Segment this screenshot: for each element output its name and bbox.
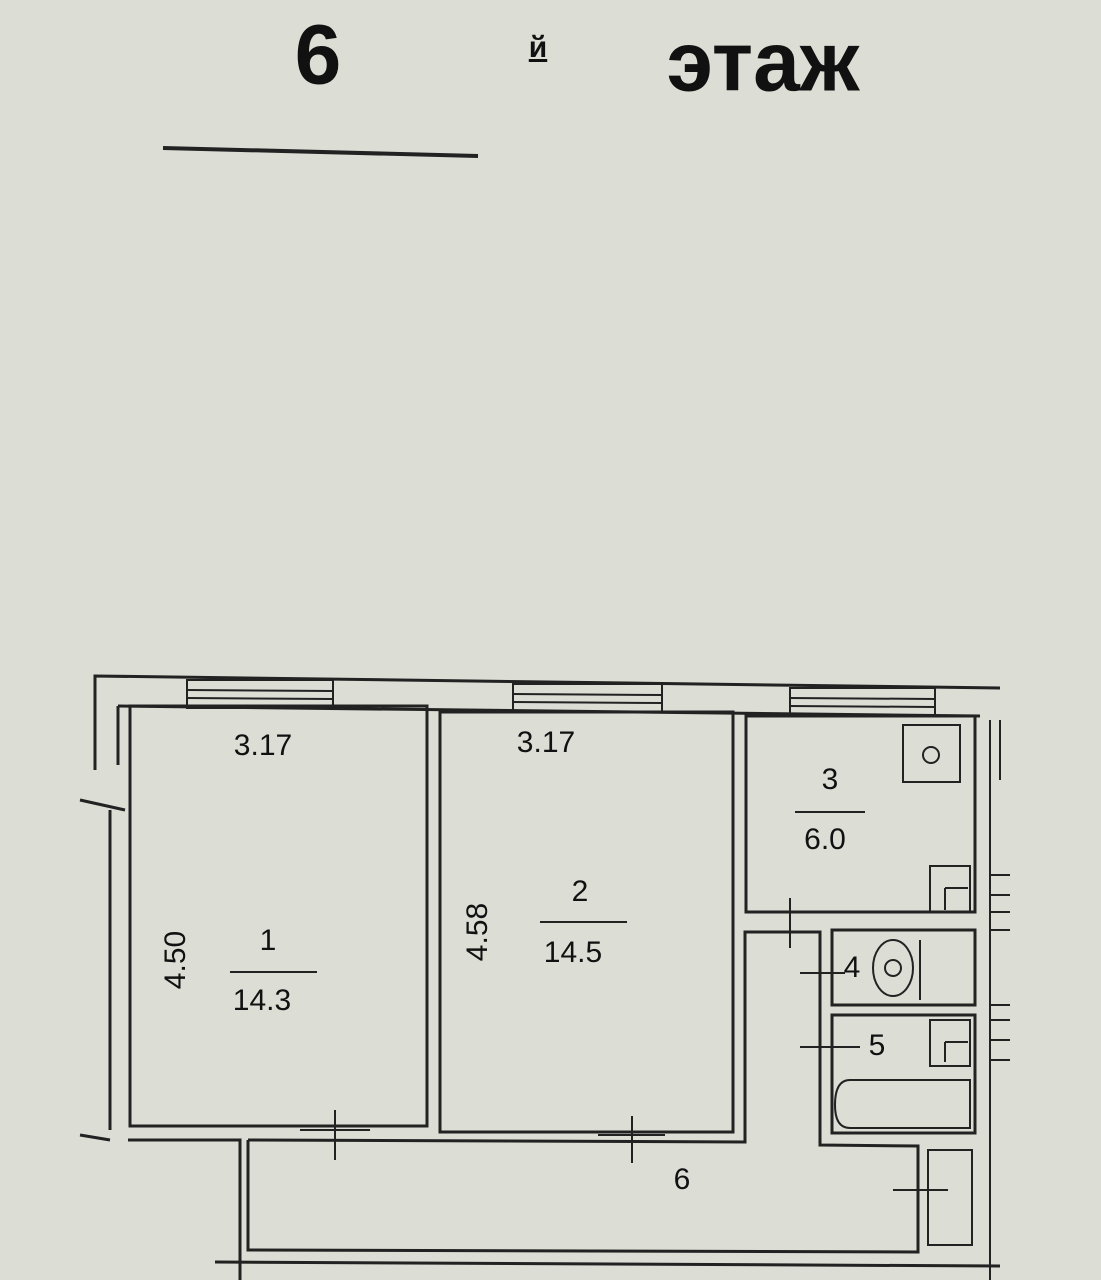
floor-number: 6	[294, 7, 342, 102]
underline	[162, 146, 479, 158]
room-3-outline	[744, 714, 977, 914]
fraction-lines	[230, 811, 865, 973]
sink-icon	[929, 1019, 971, 1067]
toilet-icon	[872, 939, 914, 997]
room-2-width: 3.17	[516, 726, 576, 759]
room-3-area: 6.0	[804, 823, 846, 856]
wall	[128, 1138, 242, 1280]
room-3-number: 3	[821, 763, 839, 796]
room-5-outline	[830, 1013, 977, 1135]
room-2-number: 2	[571, 875, 589, 908]
room-6-outline	[246, 930, 920, 1254]
bathtub-icon	[833, 1079, 971, 1129]
room-1-area: 14.3	[232, 984, 292, 1017]
room-1-length: 4.50	[159, 930, 192, 990]
room-2-length: 4.58	[461, 902, 494, 962]
sink-icon	[929, 865, 971, 913]
shaft	[927, 1149, 973, 1246]
room-2-area: 14.5	[543, 936, 603, 969]
room-4-outline	[830, 928, 977, 1007]
doors	[300, 898, 948, 1191]
wall	[214, 1260, 1001, 1268]
room-2-outline	[438, 710, 735, 1134]
stove-icon	[902, 724, 961, 783]
floor-suffix: й	[528, 31, 548, 64]
room-1-outline	[128, 704, 429, 1128]
room-1-number: 1	[259, 924, 277, 957]
room-4-number: 4	[843, 951, 861, 984]
fixtures	[833, 720, 1010, 1280]
room-1-width: 3.17	[233, 729, 293, 762]
floor-word: этаж	[666, 14, 860, 109]
room-6-number: 6	[673, 1163, 691, 1196]
room-5-number: 5	[868, 1029, 886, 1062]
